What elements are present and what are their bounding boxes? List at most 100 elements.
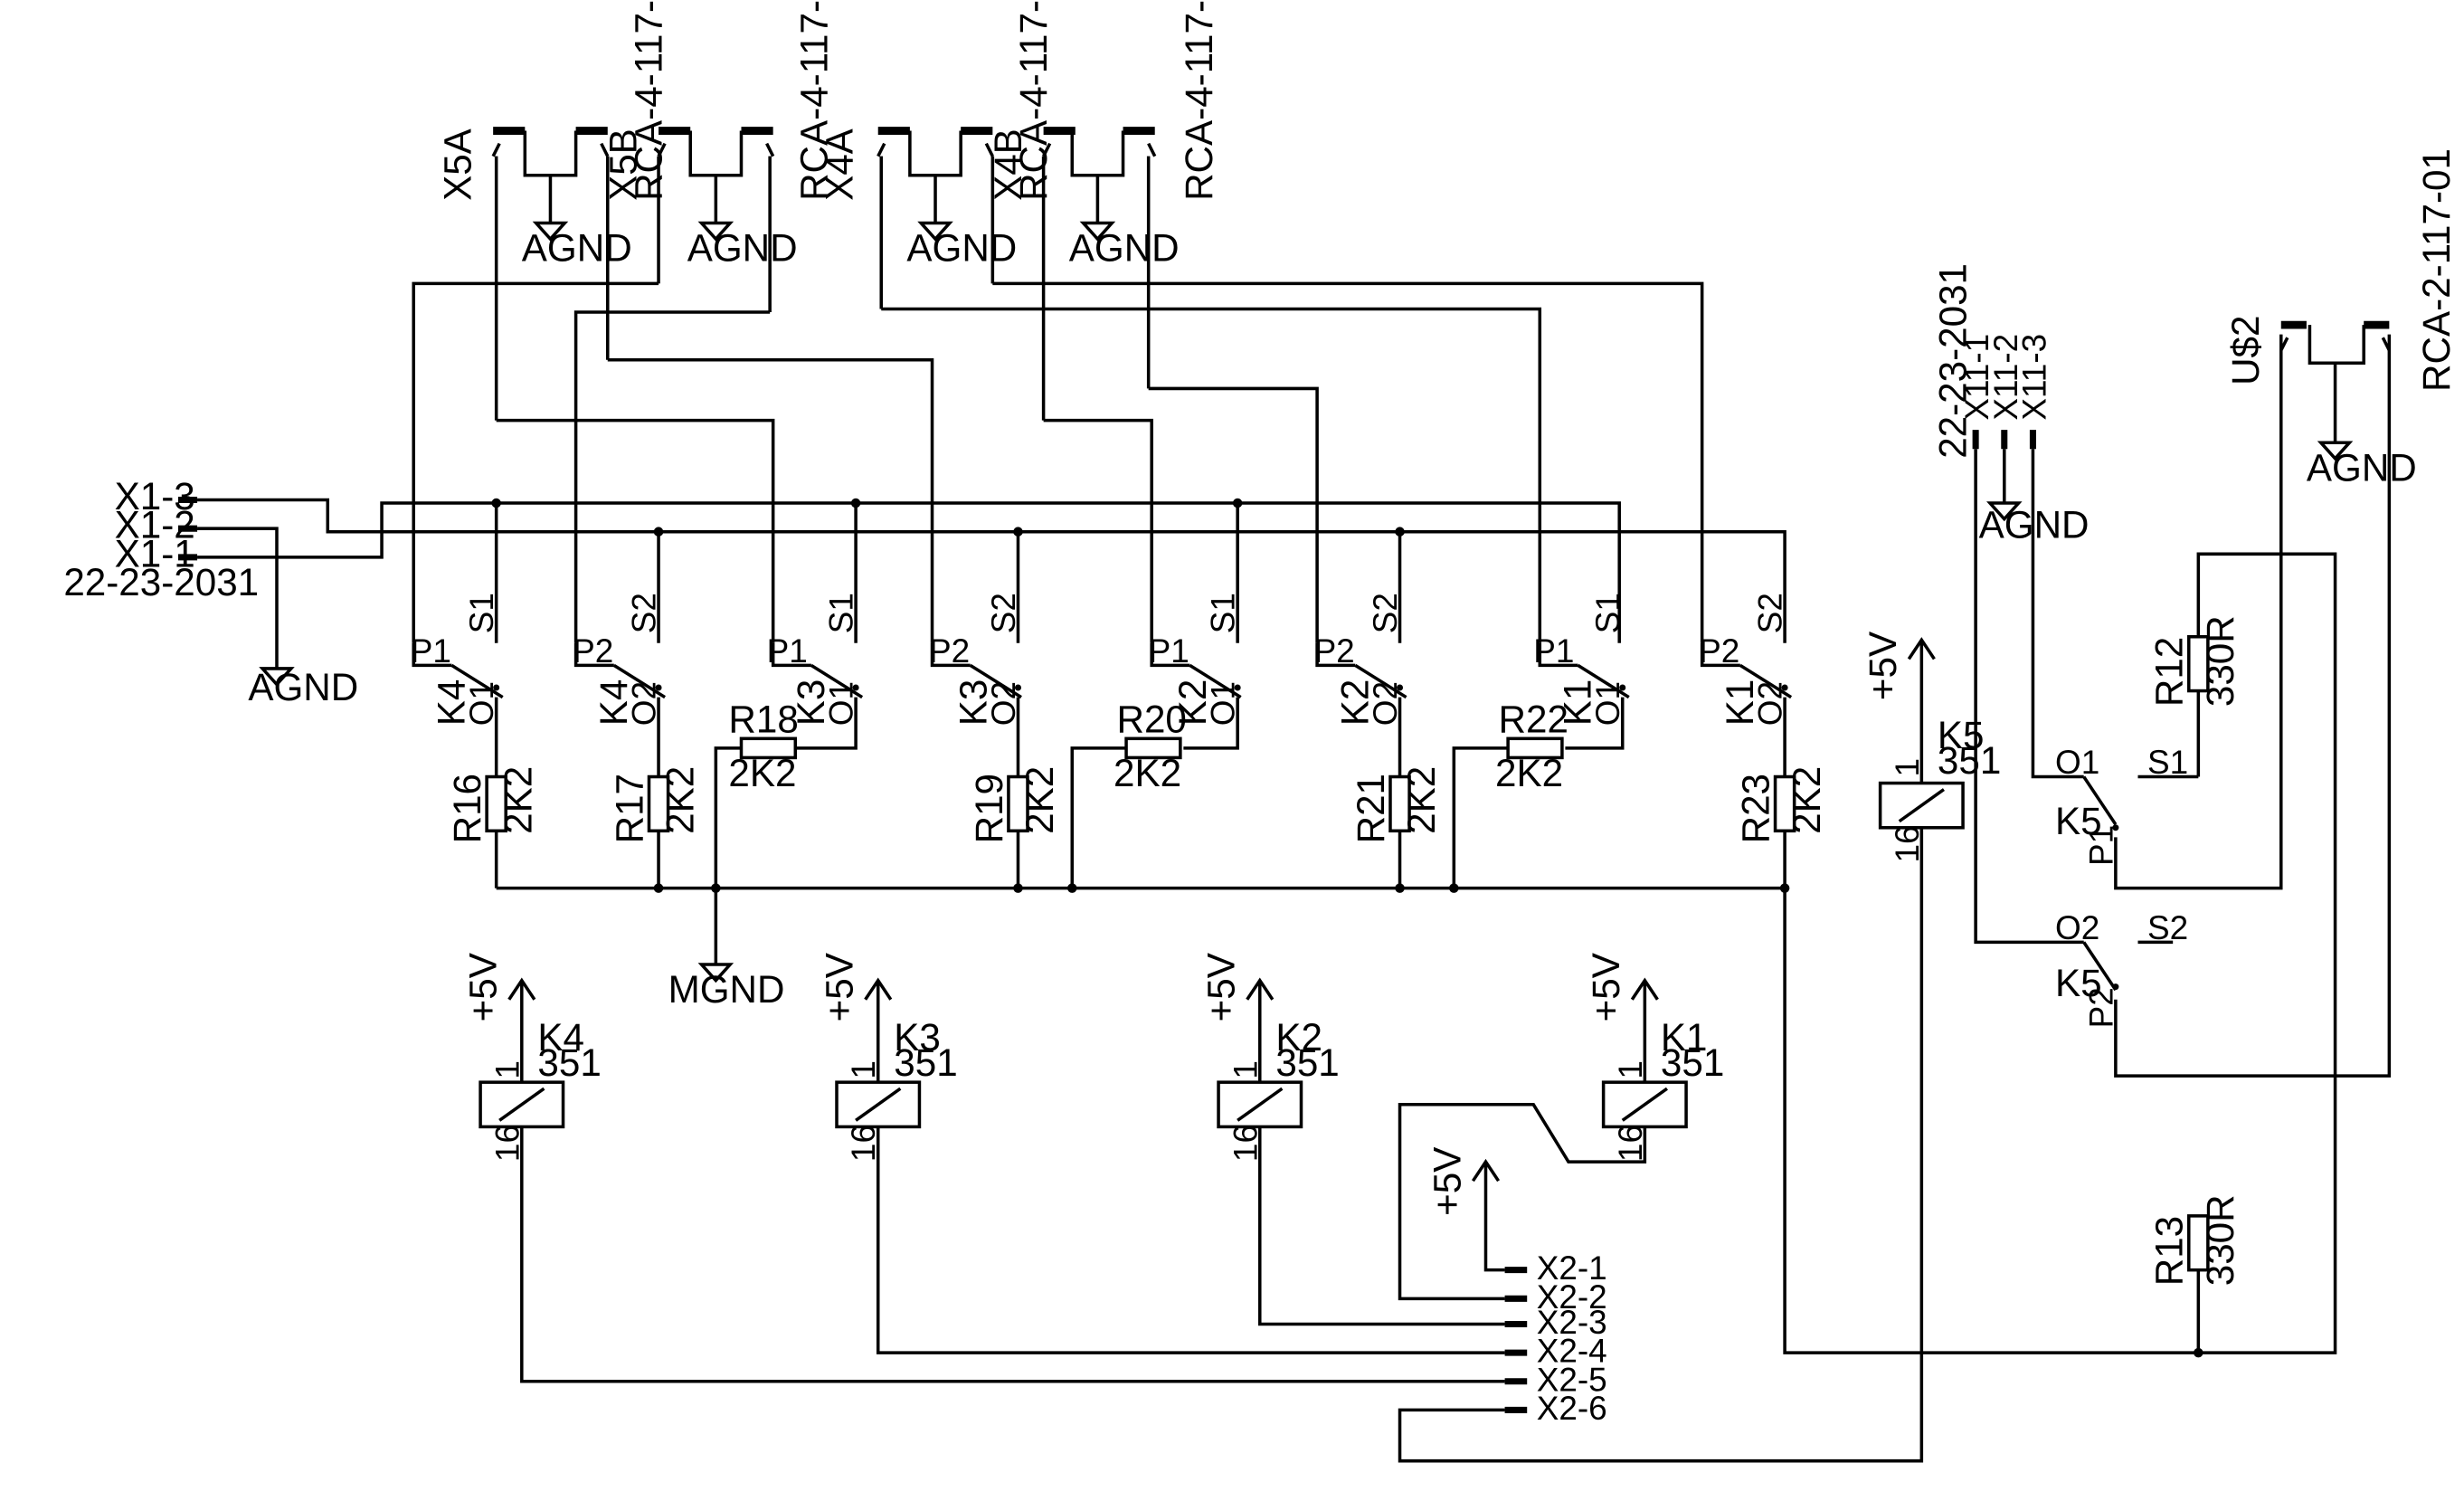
agnd-symbol [1986,501,2023,522]
r21-value: 2K2 [1400,766,1443,834]
r23-label: R23 [1735,774,1777,843]
r13-value: 330R [2199,1194,2241,1286]
agnd-symbol [532,221,734,242]
x5a-ref-label: X5A [437,128,479,201]
r20-label: R20 [1117,698,1187,740]
coil-k4-label: K4 [537,1016,584,1059]
r23-value: 2K2 [1786,766,1828,834]
connector-x5a-x5b [491,127,775,421]
pin-s2-label: S2 [2147,909,2188,946]
relay-k3-label: K3 [790,679,832,727]
coil-pin-16-label: 16 [845,1125,882,1162]
supply-label: +5V [819,953,861,1021]
pin-p2-label: P2 [1699,632,1739,670]
relay-k5-label: K5 [2055,962,2102,1004]
pin-o2-label: O2 [2055,909,2099,946]
relay-k5-section [1878,320,2392,1358]
pin-o1-label: O1 [1205,681,1242,726]
supply-label: +5V [462,953,505,1021]
coil-pin-1-label: 1 [488,1060,526,1079]
r19-label: R19 [968,774,1010,843]
pin-s2-label: S2 [1752,593,1789,633]
coil-k1-model: 351 [1661,1041,1724,1084]
pin-o2-label: O2 [985,681,1022,726]
coil-k3-label: K3 [894,1016,941,1059]
r16-label: R16 [446,774,488,843]
relay-k4-label: K4 [592,679,635,727]
x1-pin-2-label: X1-2 [115,504,195,546]
x11-pin-2-label: X11-2 [1987,334,2024,421]
mgnd-symbol [697,963,734,983]
connector-x1 [177,497,1786,688]
coil-pin-16-label: 16 [488,1125,526,1162]
x4b-part-label: RCA-4-117-01 [1012,0,1055,201]
r16-value: 2K2 [497,766,539,834]
x2-pin-1-label: X2-1 [1537,1249,1607,1287]
x5b-part-label: RCA-4-117-01 [628,0,670,201]
coil-pin-16-label: 16 [1612,1125,1649,1162]
pin-s2-label: S2 [1367,593,1404,633]
x2-pin-6-label: X2-6 [1537,1390,1607,1427]
x2-pin-5-label: X2-5 [1537,1361,1607,1398]
pin-s1-label: S1 [1589,593,1626,633]
r12-label: R12 [2148,637,2191,707]
u2-part-label: RCA-2-117-01 [2415,148,2458,392]
relay-k3-label: K3 [952,679,994,727]
coil-k2-model: 351 [1275,1041,1339,1084]
ground-labels: AGND AGND AGND AGND AGND AGND AGND MGND [248,227,2416,1011]
u2-ref-label: U$2 [2224,316,2267,385]
relay-contacts [412,642,1793,777]
x2-pin-2-label: X2-2 [1537,1278,1607,1316]
agnd-label: AGND [522,227,632,270]
agnd-label: AGND [2307,446,2417,489]
relay-k1-label: K1 [1719,679,1761,727]
x5b-ref-label: X5B [602,128,644,201]
pin-p2-label: P2 [573,632,613,670]
coil-k1-label: K1 [1661,1016,1708,1059]
connector-labels: X5A X5B RCA-4-117-01 RCA-4-117-01 X4A X4… [63,0,2458,1427]
x4b2-part-label: RCA-4-117-01 [1178,0,1220,201]
agnd-symbol [259,667,295,688]
r19-value: 2K2 [1019,766,1061,834]
supply-label: +5V [1862,632,1904,700]
coil-pin-1-label: 1 [1612,1060,1649,1079]
pin-s1-label: S1 [823,593,860,633]
coil-k2-label: K2 [1275,1016,1322,1059]
coil-k5-label: K5 [1938,714,1985,756]
coil-pin-1-label: 1 [845,1060,882,1079]
relay-k5-label: K5 [2055,800,2102,842]
agnd-symbol [917,221,1116,242]
pin-p2-label: P2 [929,632,970,670]
agnd-label: AGND [906,227,1017,270]
x4b-ref-label: X4B [987,128,1029,201]
mgnd-label: MGND [668,968,785,1011]
r12-value: 330R [2199,615,2241,707]
x1-part-label: 22-23-2031 [63,561,259,603]
r13-label: R13 [2148,1216,2191,1286]
r20-value: 2K2 [1114,752,1181,794]
relay-k1-label: K1 [1557,679,1599,727]
relay-labels: P1 S1 P2 S2 P1 S1 P2 S2 P1 S1 P2 S2 P1 S… [411,593,2188,1162]
coil-pin-16-label: 16 [1227,1125,1264,1162]
x1-pin-3-label: X1-3 [115,475,195,518]
x2-pin-4-label: X2-4 [1537,1333,1607,1370]
pin-p2-label: P2 [2082,987,2119,1028]
pin-o2-label: O2 [1367,681,1404,726]
r22-label: R22 [1499,698,1568,740]
r22-value: 2K2 [1495,752,1563,794]
x4a-ref-label: X4A [819,128,861,201]
coil-pin-16-label: 16 [1889,825,1926,862]
pin-o1-label: O1 [1589,681,1626,726]
coil-k4-model: 351 [537,1041,601,1084]
r17-value: 2K2 [659,766,702,834]
pin-p1-label: P1 [1149,632,1189,670]
pin-p1-label: P1 [767,632,808,670]
coil-k3-model: 351 [894,1041,957,1084]
pin-s1-label: S1 [1205,593,1242,633]
pin-s2-label: S2 [985,593,1022,633]
pin-s2-label: S2 [626,593,663,633]
r17-label: R17 [608,774,650,843]
agnd-symbol [2317,441,2354,461]
agnd-label: AGND [1979,504,2090,546]
